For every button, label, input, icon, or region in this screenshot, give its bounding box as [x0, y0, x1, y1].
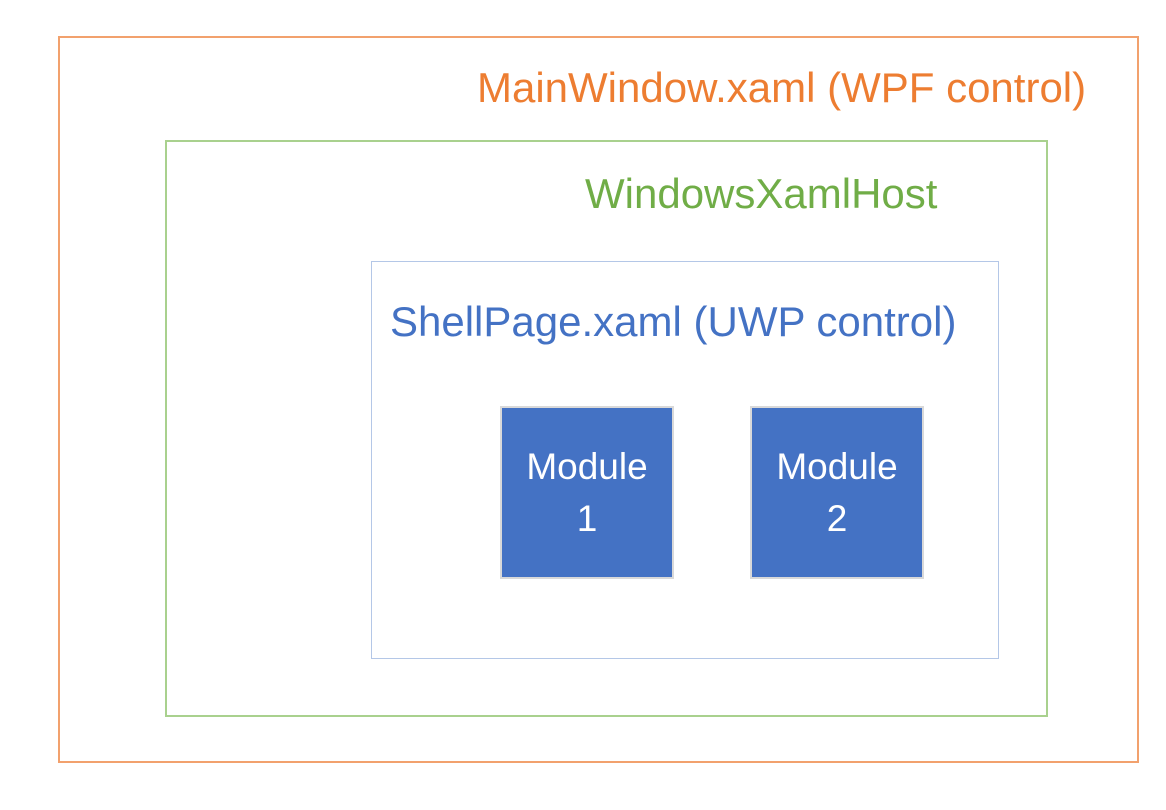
- shellpage-uwp-box: [371, 261, 999, 659]
- shellpage-uwp-label: ShellPage.xaml (UWP control): [390, 298, 957, 345]
- mainwindow-wpf-box: [58, 36, 1139, 763]
- mainwindow-wpf-label: MainWindow.xaml (WPF control): [477, 64, 1087, 111]
- module-2-box: Module 2: [750, 406, 924, 579]
- windowsxamlhost-box: [165, 140, 1048, 717]
- module-1-box: Module 1: [500, 406, 674, 579]
- windowsxamlhost-label: WindowsXamlHost: [585, 170, 938, 217]
